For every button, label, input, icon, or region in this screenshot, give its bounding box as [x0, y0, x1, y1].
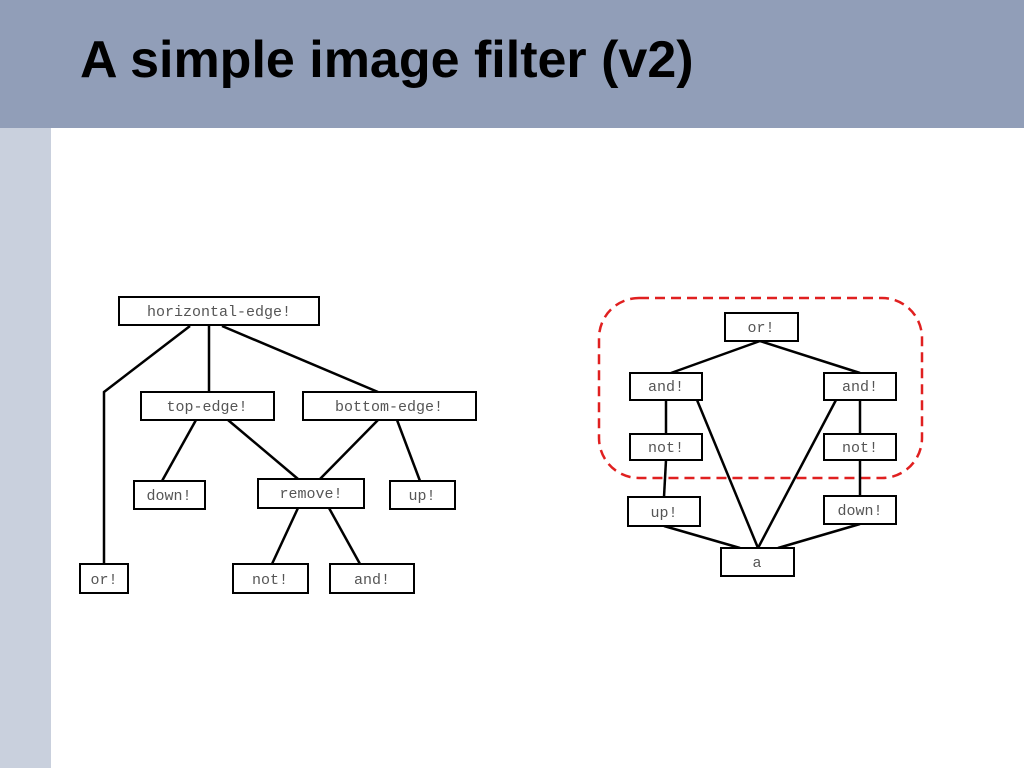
node-r-or-label: or!: [747, 320, 774, 337]
slide-title: A simple image filter (v2): [80, 31, 694, 89]
node-not-label: not!: [252, 572, 288, 589]
node-r-a-label: a: [752, 555, 761, 572]
node-up: up!: [389, 480, 456, 510]
slide-header: [0, 0, 1024, 128]
node-or-label: or!: [90, 572, 117, 589]
node-remove: remove!: [257, 478, 365, 509]
node-r-up-label: up!: [650, 505, 677, 522]
node-or: or!: [79, 563, 129, 594]
node-bottom-edge-label: bottom-edge!: [335, 399, 443, 416]
node-r-up: up!: [627, 496, 701, 527]
right-graph-edges: [662, 339, 862, 550]
node-up-label: up!: [408, 488, 435, 505]
node-r-not-right-label: not!: [842, 440, 878, 457]
edge-down-a: [777, 522, 861, 550]
edge-up-a: [663, 524, 741, 550]
node-r-not-left: not!: [629, 433, 703, 461]
node-r-down-label: down!: [837, 503, 882, 520]
edge-bottom-edge-remove: [319, 419, 379, 480]
node-r-a: a: [720, 547, 795, 577]
node-top-edge-label: top-edge!: [166, 399, 247, 416]
edge-bottom-edge-up: [395, 419, 422, 482]
node-r-not-right: not!: [823, 433, 897, 461]
edge-not-left-up: [662, 459, 668, 498]
node-r-and-left-label: and!: [648, 379, 684, 396]
node-r-or: or!: [724, 312, 799, 342]
node-down-label: down!: [146, 488, 191, 505]
node-r-and-right: and!: [823, 372, 897, 401]
edge-top-edge-down: [160, 419, 198, 482]
node-bottom-edge: bottom-edge!: [302, 391, 477, 421]
edge-top-edge-remove: [227, 419, 299, 480]
node-not: not!: [232, 563, 309, 594]
highlight-region: [597, 296, 924, 480]
node-r-and-left: and!: [629, 372, 703, 401]
slide-sidebar: [0, 128, 51, 768]
node-remove-label: remove!: [279, 486, 342, 503]
node-and: and!: [329, 563, 415, 594]
edge-or-and-right: [759, 339, 861, 375]
node-r-down: down!: [823, 495, 897, 525]
node-r-and-right-label: and!: [842, 379, 878, 396]
node-r-not-left-label: not!: [648, 440, 684, 457]
node-horizontal-edge-label: horizontal-edge!: [147, 304, 291, 321]
left-tree-edges: [102, 324, 422, 565]
node-horizontal-edge: horizontal-edge!: [118, 296, 320, 326]
edge-remove-and: [327, 507, 362, 565]
node-down: down!: [133, 480, 206, 510]
node-top-edge: top-edge!: [140, 391, 275, 421]
edge-horizontal-edge-or: [102, 325, 191, 564]
node-and-label: and!: [354, 572, 390, 589]
edge-and-left-a: [695, 399, 760, 549]
edge-or-and-left: [670, 339, 761, 375]
edge-and-right-a: [756, 399, 838, 549]
edge-remove-not: [270, 507, 300, 565]
edge-horizontal-edge-bottom-edge: [221, 324, 379, 394]
